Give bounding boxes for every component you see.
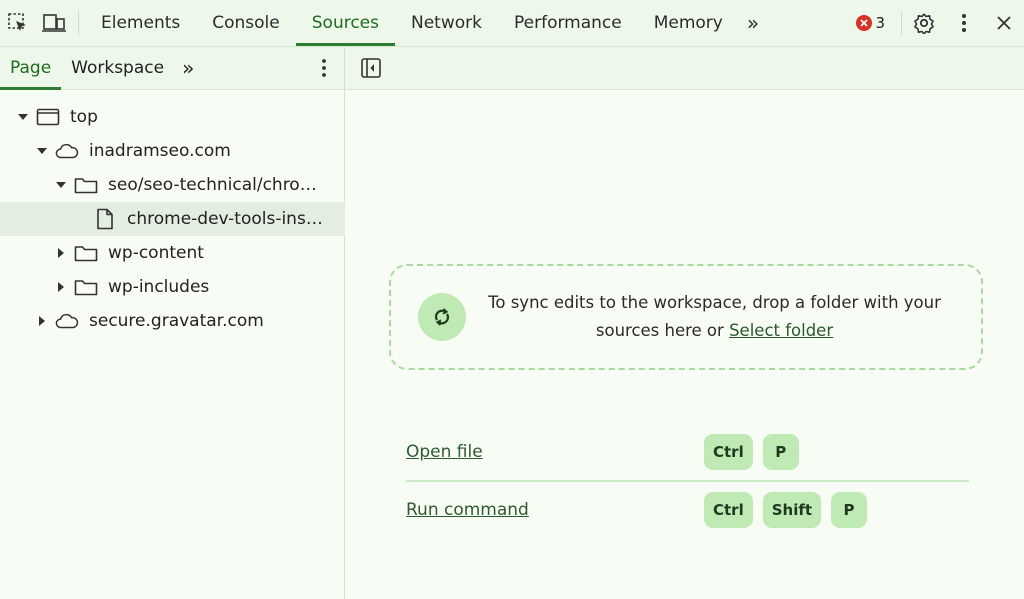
cloud-icon — [55, 141, 79, 161]
tree-item-label: secure.gravatar.com — [89, 311, 264, 331]
editor-toolbar — [345, 47, 1024, 90]
collapsed-triangle-icon[interactable] — [35, 314, 49, 328]
tab-console[interactable]: Console — [212, 13, 280, 33]
tree-item-label: seo/seo-technical/chro… — [108, 175, 317, 195]
error-count: 3 — [875, 14, 885, 32]
file-icon — [93, 208, 117, 230]
editor-pane: To sync edits to the workspace, drop a f… — [345, 47, 1024, 599]
toolbar-divider — [78, 11, 79, 35]
tree-item[interactable]: top — [0, 100, 344, 134]
key-badge: Ctrl — [704, 492, 753, 528]
drop-zone-text: To sync edits to the workspace, drop a f… — [488, 293, 941, 340]
tree-item-label: wp-content — [108, 243, 204, 263]
navigator-tab-workspace[interactable]: Workspace — [71, 58, 165, 78]
tree-item-label: wp-includes — [108, 277, 210, 297]
toolbar-right: 3 — [856, 0, 1024, 46]
run-command-link[interactable]: Run command — [406, 500, 529, 520]
cloud-icon — [55, 311, 79, 331]
tab-performance[interactable]: Performance — [513, 13, 622, 33]
key-badge: Ctrl — [704, 434, 753, 470]
folder-icon — [74, 277, 98, 297]
frame-icon — [36, 107, 60, 127]
error-counter[interactable]: 3 — [856, 14, 885, 32]
tab-sources[interactable]: Sources — [295, 0, 396, 46]
tree-item[interactable]: chrome-dev-tools-ins… — [0, 202, 411, 236]
tree-item-label: chrome-dev-tools-ins… — [127, 209, 323, 229]
key-badge: Shift — [762, 492, 822, 528]
expanded-triangle-icon[interactable] — [54, 178, 68, 192]
navigator-pane: Page Workspace » top inadramseo.com seo/seo… — [0, 47, 411, 599]
file-tree: top inadramseo.com seo/seo-technical/chro…… — [0, 90, 411, 338]
folder-icon — [74, 243, 98, 263]
tab-memory[interactable]: Memory — [653, 13, 723, 33]
navigator-menu-kebab-icon[interactable] — [304, 47, 344, 90]
navigator-tabs: Page Workspace » — [0, 47, 344, 90]
tree-item[interactable]: secure.gravatar.com — [0, 304, 344, 338]
device-toolbar-icon[interactable] — [36, 0, 72, 46]
sync-icon — [418, 293, 466, 341]
toolbar-divider — [901, 11, 902, 35]
tree-item[interactable]: seo/seo-technical/chro… — [0, 168, 344, 202]
tab-network[interactable]: Network — [411, 13, 482, 33]
select-folder-link[interactable]: Select folder — [729, 321, 834, 340]
toggle-navigator-icon[interactable] — [345, 47, 397, 90]
key-badge: P — [762, 434, 799, 470]
settings-gear-icon[interactable] — [904, 0, 944, 46]
tree-item-label: top — [70, 107, 98, 127]
collapsed-triangle-icon[interactable] — [54, 280, 68, 294]
expanded-triangle-icon[interactable] — [35, 144, 49, 158]
tree-item[interactable]: wp-includes — [0, 270, 344, 304]
navigator-tab-page[interactable]: Page — [0, 47, 62, 90]
devtools-toolbar: Elements Console Sources Network Performance… — [0, 0, 1024, 47]
tree-item-label: inadramseo.com — [89, 141, 231, 161]
key-badge: P — [831, 492, 868, 528]
tree-item[interactable]: inadramseo.com — [0, 134, 344, 168]
workspace-drop-zone[interactable]: To sync edits to the workspace, drop a f… — [389, 264, 983, 370]
navigator-tab-list: Page Workspace — [0, 47, 174, 90]
tab-elements[interactable]: Elements — [101, 13, 181, 33]
more-options-kebab-icon[interactable] — [944, 0, 984, 46]
tree-spacer — [73, 212, 87, 226]
expanded-triangle-icon[interactable] — [16, 110, 30, 124]
close-icon[interactable] — [984, 0, 1024, 46]
inspect-element-icon[interactable] — [0, 0, 36, 46]
more-tabs-button[interactable]: » — [746, 11, 760, 35]
main-tabs: Elements Console Sources Network Performance… — [85, 0, 739, 46]
collapsed-triangle-icon[interactable] — [54, 246, 68, 260]
navigator-more-tabs-button[interactable]: » — [182, 56, 195, 80]
folder-icon — [74, 175, 98, 195]
tree-item[interactable]: wp-content — [0, 236, 344, 270]
open-file-link[interactable]: Open file — [406, 442, 483, 462]
error-icon — [856, 15, 873, 31]
